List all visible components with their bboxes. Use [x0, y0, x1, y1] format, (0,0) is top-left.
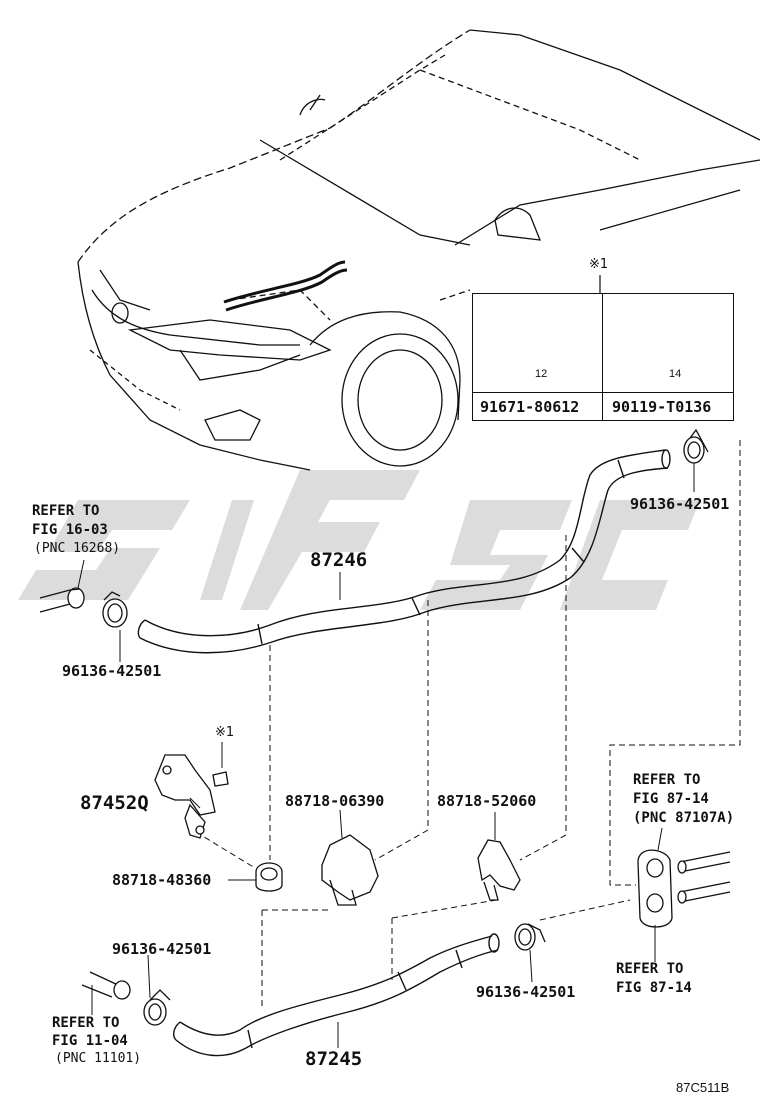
clamp-drawings — [39, 428, 731, 1026]
ref-fig87a-line3: (PNC 87107A) — [633, 810, 735, 826]
ref-fig87b-line1: REFER TO — [616, 961, 684, 977]
bolt-table-mark: ※1 — [589, 257, 609, 272]
part-87245[interactable]: 87245 — [305, 1048, 363, 1070]
part-96136-42501-top-right[interactable]: 96136-42501 — [630, 495, 730, 513]
bolt-length-left: 12 — [535, 368, 548, 380]
part-88718-06390[interactable]: 88718-06390 — [285, 792, 385, 810]
table-divider-vertical — [602, 294, 603, 420]
ref-fig11-line1: REFER TO — [52, 1015, 120, 1031]
part-96136-42501-lower-right[interactable]: 96136-42501 — [476, 983, 576, 1001]
bracket-bolt-mark: ※1 — [215, 725, 235, 740]
watermark-logo — [18, 470, 700, 610]
dashed-leaders — [195, 440, 741, 1010]
bolt-part-left[interactable]: 91671-80612 — [480, 398, 580, 416]
ref-fig16-line2[interactable]: FIG 16-03 — [32, 522, 108, 538]
car-outline — [77, 29, 760, 471]
part-88718-52060[interactable]: 88718-52060 — [437, 792, 537, 810]
part-88718-48360[interactable]: 88718-48360 — [112, 871, 212, 889]
bolt-length-right: 14 — [669, 368, 682, 380]
ref-fig87b-line2[interactable]: FIG 87-14 — [616, 980, 692, 996]
hose-in-engine — [223, 260, 348, 312]
ref-fig87a-line1: REFER TO — [633, 772, 701, 788]
part-96136-42501-left-upper[interactable]: 96136-42501 — [62, 662, 162, 680]
hose-87245-shape — [172, 933, 500, 1057]
bolt-part-right[interactable]: 90119-T0136 — [612, 398, 712, 416]
hose-87246-shape — [137, 449, 671, 654]
part-87246[interactable]: 87246 — [310, 549, 368, 571]
label-leaders — [77, 463, 695, 1048]
ref-fig87a-line2[interactable]: FIG 87-14 — [633, 791, 709, 807]
part-96136-42501-left-lower[interactable]: 96136-42501 — [112, 940, 212, 958]
ref-fig11-line3: (PNC 11101) — [55, 1051, 142, 1066]
table-divider-horizontal — [473, 392, 733, 393]
ref-fig16-line1: REFER TO — [32, 503, 100, 519]
ref-fig11-line2[interactable]: FIG 11-04 — [52, 1033, 128, 1049]
part-87452q[interactable]: 87452Q — [80, 792, 149, 814]
ref-fig16-line3: (PNC 16268) — [34, 541, 121, 556]
bolt-table: 12 14 91671-80612 90119-T0136 — [472, 293, 734, 421]
figure-code: 87C511B — [676, 1080, 730, 1095]
